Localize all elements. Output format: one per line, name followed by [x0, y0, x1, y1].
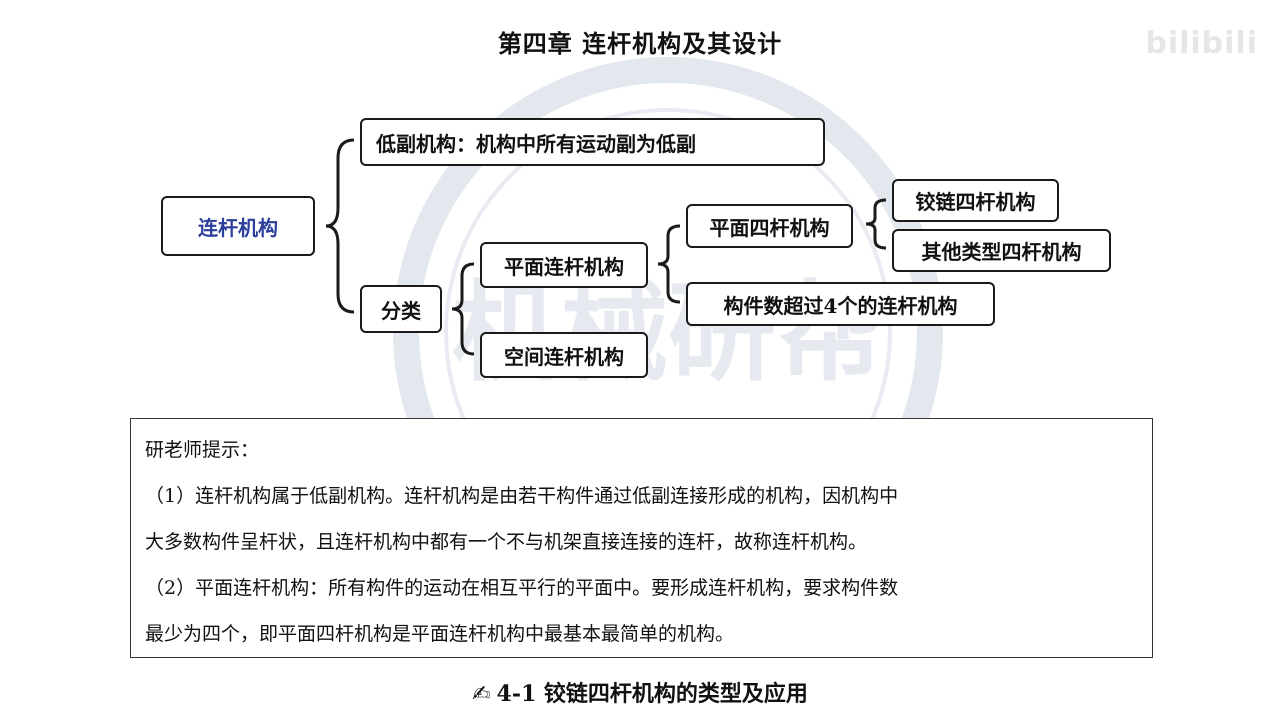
node-spatial-linkage: 空间连杆机构 [480, 332, 648, 378]
teacher-tips-box: 研老师提示： （1）连杆机构属于低副机构。连杆机构是由若干构件通过低副连接形成的… [130, 418, 1153, 658]
tips-line: （1）连杆机构属于低副机构。连杆机构是由若干构件通过低副连接形成的机构，因机构中 [145, 485, 899, 507]
brace-classification [451, 262, 475, 356]
bilibili-logo: bilibili [1145, 26, 1258, 61]
tips-line: 大多数构件呈杆状，且连杆机构中都有一个不与机架直接连接的连杆，故称连杆机构。 [145, 531, 868, 553]
brace-planar-linkage [657, 224, 681, 304]
node-hinged-four-bar: 铰链四杆机构 [892, 179, 1059, 222]
tips-header: 研老师提示： [145, 439, 260, 461]
node-linkage-mechanism: 连杆机构 [161, 196, 315, 256]
page-title: 第四章 连杆机构及其设计 [497, 29, 783, 58]
brace-root [325, 138, 355, 314]
node-over-four-links: 构件数超过4个的连杆机构 [686, 282, 995, 326]
tips-line: （2）平面连杆机构：所有构件的运动在相互平行的平面中。要形成连杆机构，要求构件数 [145, 577, 899, 599]
section-heading-text: 4-1 铰链四杆机构的类型及应用 [496, 681, 808, 707]
tips-line: 最少为四个，即平面四杆机构是平面连杆机构中最基本最简单的机构。 [145, 623, 735, 645]
node-other-four-bar: 其他类型四杆机构 [892, 229, 1111, 272]
pen-icon: ✍ [472, 682, 491, 707]
brace-planar-four-bar [865, 198, 887, 250]
node-planar-linkage: 平面连杆机构 [480, 242, 648, 288]
node-low-pair-mechanism: 低副机构：机构中所有运动副为低副 [360, 118, 825, 166]
node-classification: 分类 [360, 285, 442, 333]
section-heading: ✍4-1 铰链四杆机构的类型及应用 [0, 676, 1280, 708]
node-planar-four-bar: 平面四杆机构 [686, 204, 853, 248]
